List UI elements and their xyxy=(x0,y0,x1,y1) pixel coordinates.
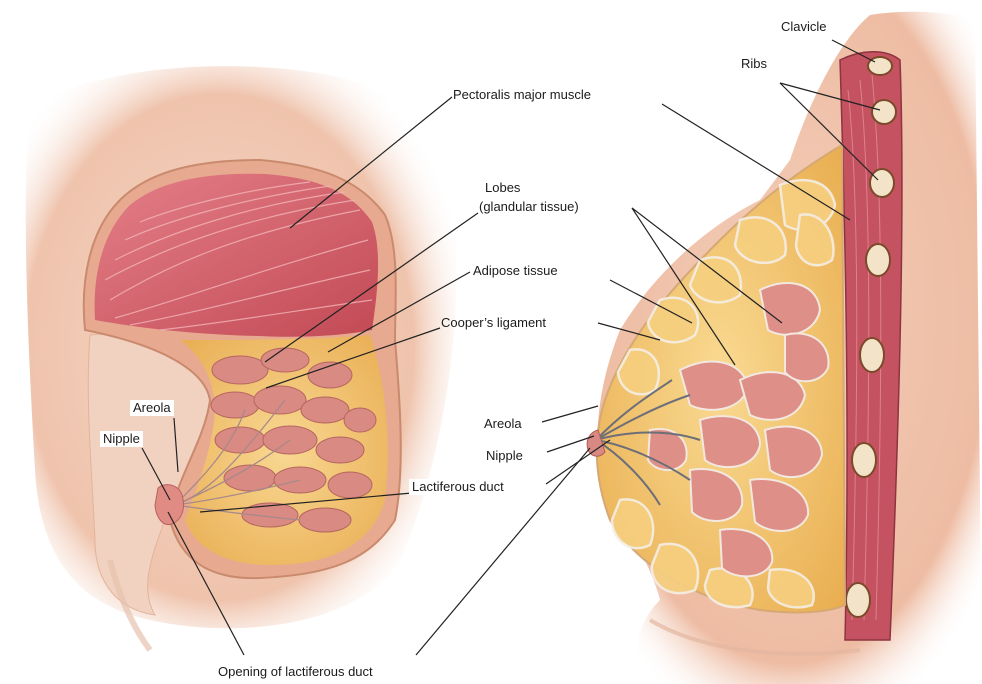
leader-areola-right xyxy=(542,406,598,422)
rib-3 xyxy=(866,244,890,276)
label-lactiferous: Lactiferous duct xyxy=(409,479,507,495)
left-nipple-shape xyxy=(155,485,184,525)
label-lobes-line2: (glandular tissue) xyxy=(479,199,579,215)
rib-5 xyxy=(852,443,876,477)
label-areola-left: Areola xyxy=(130,400,174,416)
label-lobes-line1: Lobes xyxy=(485,180,520,196)
left-breast-cutaway xyxy=(26,66,457,650)
label-clavicle: Clavicle xyxy=(781,19,827,35)
rib-1 xyxy=(872,100,896,124)
right-breast-sagittal xyxy=(587,12,982,684)
label-adipose: Adipose tissue xyxy=(473,263,558,279)
rib-4 xyxy=(860,338,884,372)
label-nipple-left: Nipple xyxy=(100,431,143,447)
label-coopers: Cooper’s ligament xyxy=(441,315,546,331)
label-pectoralis: Pectoralis major muscle xyxy=(453,87,591,103)
rib-6 xyxy=(846,583,870,617)
label-opening: Opening of lactiferous duct xyxy=(218,664,373,680)
label-areola-right: Areola xyxy=(484,416,522,432)
label-nipple-right: Nipple xyxy=(486,448,523,464)
rib-2 xyxy=(870,169,894,197)
label-ribs: Ribs xyxy=(741,56,767,72)
